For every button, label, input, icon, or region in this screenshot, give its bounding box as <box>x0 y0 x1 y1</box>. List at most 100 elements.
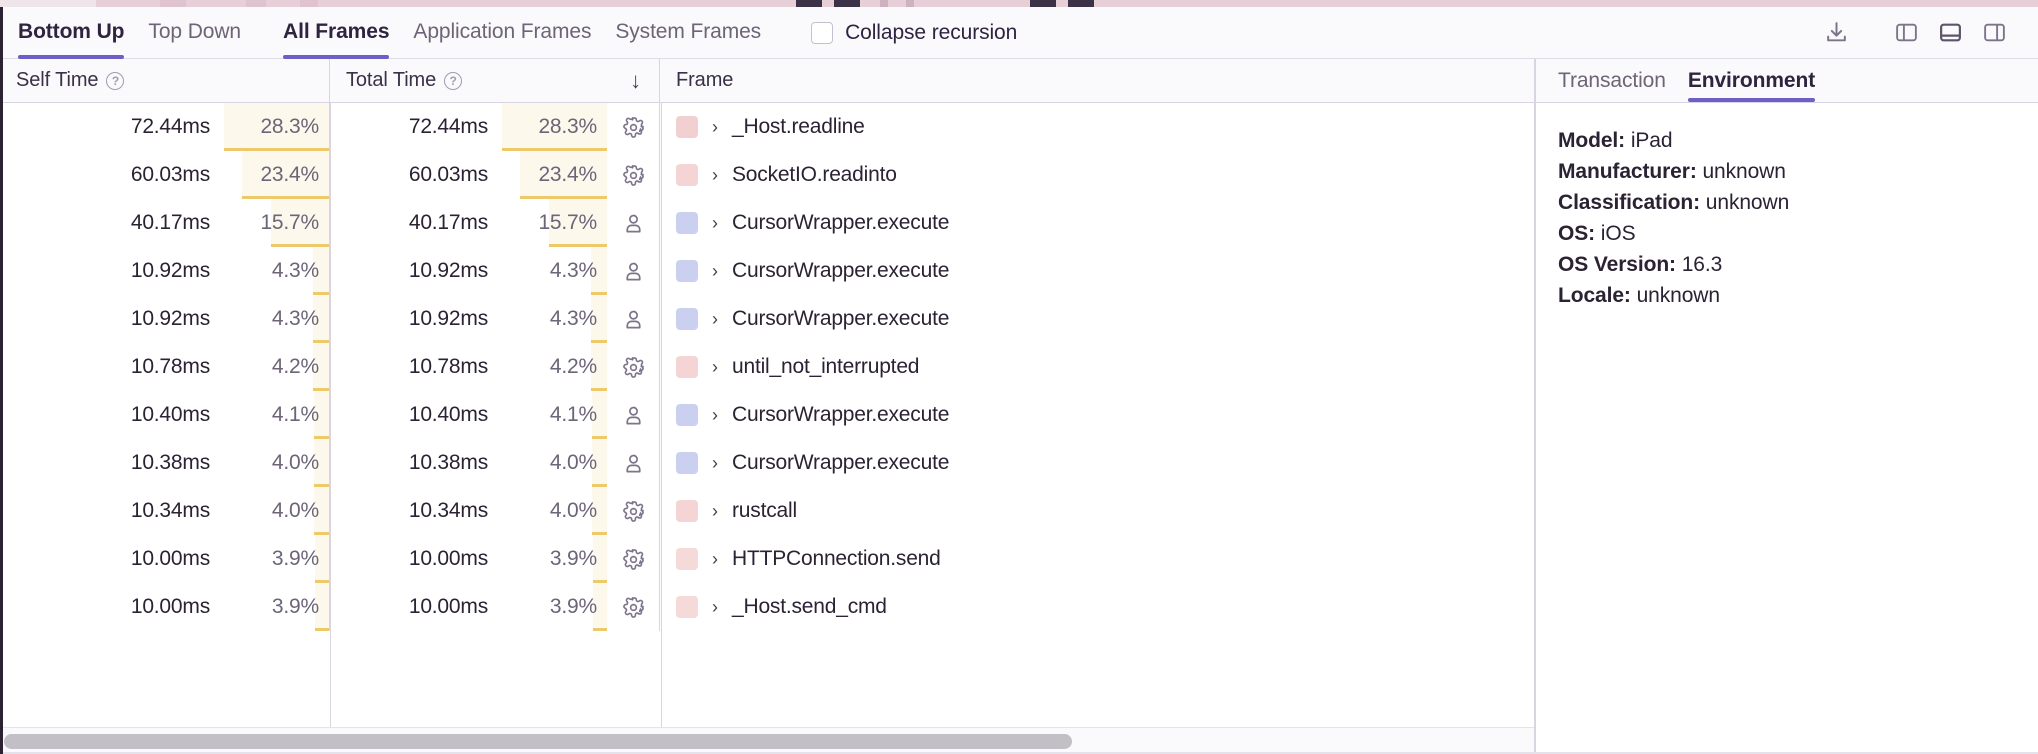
frame-filter-tabs: All Frames Application Frames System Fra… <box>283 6 785 59</box>
tab-transaction[interactable]: Transaction <box>1558 69 1666 102</box>
frame-cell[interactable]: ›SocketIO.readinto <box>660 151 1534 199</box>
person-icon[interactable] <box>607 439 659 487</box>
gear-icon[interactable] <box>607 487 659 535</box>
expand-chevron-icon[interactable]: › <box>712 453 718 473</box>
expand-chevron-icon[interactable]: › <box>712 597 718 617</box>
self-time-value: 10.38ms <box>130 451 210 474</box>
tab-application-frames[interactable]: Application Frames <box>413 6 591 59</box>
collapse-recursion-toggle[interactable]: Collapse recursion <box>811 21 1017 45</box>
tab-top-down-label: Top Down <box>148 20 242 43</box>
expand-chevron-icon[interactable]: › <box>712 405 718 425</box>
expand-chevron-icon[interactable]: › <box>712 165 718 185</box>
percent-bar <box>315 580 329 583</box>
self-time-value: 10.40ms <box>130 403 210 426</box>
self-percent-label: 4.0% <box>271 451 319 474</box>
frame-cell[interactable]: ›CursorWrapper.execute <box>660 391 1534 439</box>
panel-right-icon[interactable] <box>1972 14 2016 52</box>
self-percent-cell: 4.3% <box>224 295 329 343</box>
frame-color-swatch <box>676 596 698 618</box>
sort-descending-icon[interactable]: ↓ <box>630 67 641 93</box>
expand-chevron-icon[interactable]: › <box>712 261 718 281</box>
percent-bar <box>591 340 607 343</box>
environment-row: Model: iPad <box>1558 125 2038 156</box>
person-icon[interactable] <box>607 295 659 343</box>
expand-chevron-icon[interactable]: › <box>712 549 718 569</box>
gear-icon[interactable] <box>607 583 659 631</box>
panel-bottom-icon[interactable] <box>1928 14 1972 52</box>
tab-bottom-up[interactable]: Bottom Up <box>18 6 125 59</box>
frame-cell[interactable]: ›_Host.readline <box>660 103 1534 151</box>
frame-color-swatch <box>676 116 698 138</box>
tab-top-down[interactable]: Top Down <box>148 6 241 59</box>
horizontal-scrollbar-thumb[interactable] <box>4 733 1073 749</box>
frame-cell[interactable]: ›CursorWrapper.execute <box>660 247 1534 295</box>
frame-cell[interactable]: ›_Host.send_cmd <box>660 583 1534 631</box>
flamegraph-strip[interactable] <box>0 0 2038 7</box>
collapse-recursion-checkbox[interactable] <box>811 21 834 44</box>
column-header-self-time[interactable]: Self Time ? <box>0 59 330 102</box>
expand-chevron-icon[interactable]: › <box>712 357 718 377</box>
flame-segment <box>1030 0 1056 7</box>
person-icon[interactable] <box>607 199 659 247</box>
frame-cell[interactable]: ›CursorWrapper.execute <box>660 199 1534 247</box>
total-percent-cell: 15.7% <box>502 199 607 247</box>
tab-all-frames[interactable]: All Frames <box>283 6 390 59</box>
expand-chevron-icon[interactable]: › <box>712 117 718 137</box>
column-header-frame[interactable]: Frame <box>660 59 1534 102</box>
self-percent-label: 4.0% <box>271 499 319 522</box>
column-header-self-time-label: Self Time <box>16 69 99 91</box>
frame-cell[interactable]: ›CursorWrapper.execute <box>660 439 1534 487</box>
gear-icon[interactable] <box>607 343 659 391</box>
self-time-value: 72.44ms <box>130 115 210 138</box>
tab-environment[interactable]: Environment <box>1687 69 1816 102</box>
gear-icon[interactable] <box>607 103 659 151</box>
environment-row: Classification: unknown <box>1558 187 2038 218</box>
environment-row: OS Version: 16.3 <box>1558 249 2038 280</box>
help-icon[interactable]: ? <box>444 71 463 90</box>
column-header-total-time[interactable]: Total Time ? ↓ <box>330 59 660 102</box>
frame-cell[interactable]: ›HTTPConnection.send <box>660 535 1534 583</box>
column-header-total-time-label: Total Time <box>346 69 437 91</box>
call-tree-body: Self Time ? Total Time ? ↓ Frame 72.44ms… <box>0 59 2038 754</box>
expand-chevron-icon[interactable]: › <box>712 213 718 233</box>
percent-background <box>593 535 607 583</box>
percent-bar <box>591 292 607 295</box>
gear-icon[interactable] <box>607 151 659 199</box>
export-download-icon[interactable] <box>1814 14 1858 52</box>
gear-icon[interactable] <box>607 535 659 583</box>
help-icon[interactable]: ? <box>106 71 125 90</box>
percent-background <box>314 487 329 535</box>
percent-bar <box>591 388 607 391</box>
horizontal-scrollbar[interactable] <box>0 727 1534 754</box>
expand-chevron-icon[interactable]: › <box>712 501 718 521</box>
total-percent-label: 4.2% <box>549 355 597 378</box>
person-icon[interactable] <box>607 391 659 439</box>
tab-system-frames[interactable]: System Frames <box>615 6 761 59</box>
call-tree-toolbar: Bottom Up Top Down All Frames Applicatio… <box>0 7 2038 59</box>
flame-segment <box>880 0 888 7</box>
frame-cell[interactable]: ›until_not_interrupted <box>660 343 1534 391</box>
expand-chevron-icon[interactable]: › <box>712 309 718 329</box>
person-icon[interactable] <box>607 247 659 295</box>
panel-left-icon[interactable] <box>1884 14 1928 52</box>
frame-cell[interactable]: ›rustcall <box>660 487 1534 535</box>
percent-background <box>549 199 607 247</box>
frame-cell[interactable]: ›CursorWrapper.execute <box>660 295 1534 343</box>
